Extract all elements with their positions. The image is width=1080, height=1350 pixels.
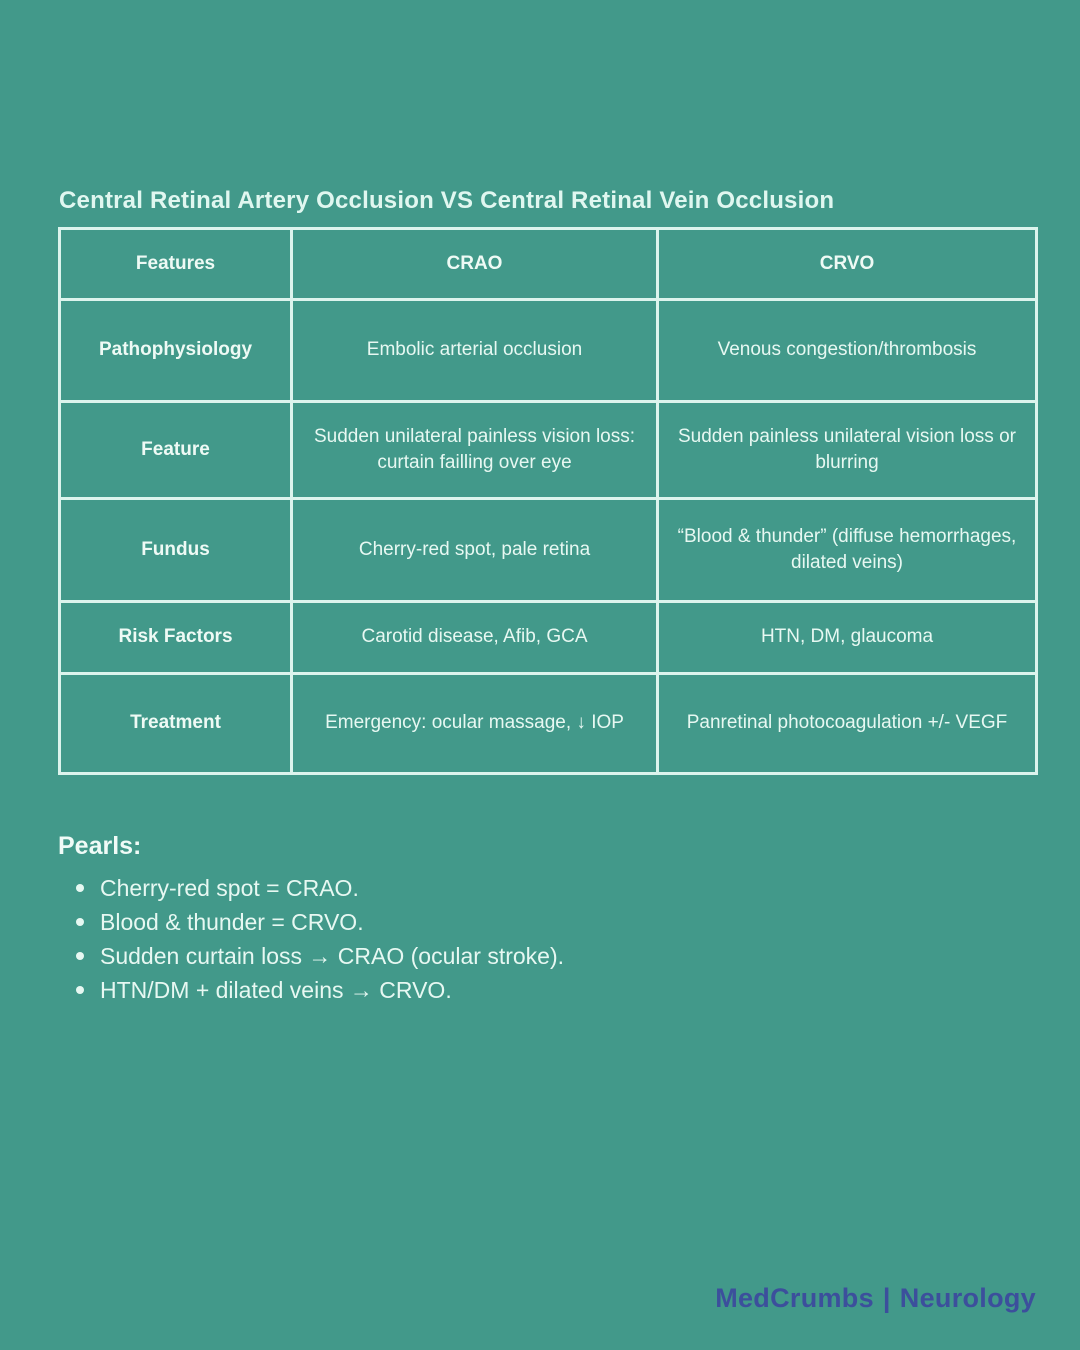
table-row: Pathophysiology Embolic arterial occlusi… xyxy=(58,298,1038,403)
pearls-list: Cherry-red spot = CRAO. Blood & thunder … xyxy=(76,871,1018,1007)
row-label-risk-factors: Risk Factors xyxy=(58,600,293,675)
bullet-icon xyxy=(76,918,84,926)
cell-feature-crao: Sudden unilateral painless vision loss: … xyxy=(290,400,659,500)
row-label-treatment: Treatment xyxy=(58,672,293,775)
cell-risk-factors-crao: Carotid disease, Afib, GCA xyxy=(290,600,659,675)
list-item: Sudden curtain loss → CRAO (ocular strok… xyxy=(76,939,1018,973)
list-item: Cherry-red spot = CRAO. xyxy=(76,871,1018,905)
pearl-text: Cherry-red spot = CRAO. xyxy=(100,875,359,901)
pearl-text: Blood & thunder = CRVO. xyxy=(100,909,364,935)
cell-treatment-crvo: Panretinal photocoagulation +/- VEGF xyxy=(656,672,1038,775)
cell-fundus-crvo: “Blood & thunder” (diffuse hemorrhages, … xyxy=(656,497,1038,603)
table-row: Feature Sudden unilateral painless visio… xyxy=(58,400,1038,500)
column-header-crao: CRAO xyxy=(290,227,659,301)
brand-section: Neurology xyxy=(899,1283,1036,1313)
row-label-feature: Feature xyxy=(58,400,293,500)
bullet-icon xyxy=(76,884,84,892)
cell-risk-factors-crvo: HTN, DM, glaucoma xyxy=(656,600,1038,675)
brand-name: MedCrumbs xyxy=(715,1283,874,1313)
cell-treatment-crao: Emergency: ocular massage, ↓ IOP xyxy=(290,672,659,775)
column-header-crvo: CRVO xyxy=(656,227,1038,301)
pearls-heading: Pearls: xyxy=(58,832,142,860)
pearl-text: HTN/DM + dilated veins → CRVO. xyxy=(100,977,452,1003)
bullet-icon xyxy=(76,952,84,960)
table-header-row: Features CRAO CRVO xyxy=(58,227,1038,301)
cell-pathophysiology-crao: Embolic arterial occlusion xyxy=(290,298,659,403)
divider-bar: | xyxy=(882,1283,891,1313)
cell-feature-crvo: Sudden painless unilateral vision loss o… xyxy=(656,400,1038,500)
brand-footer: MedCrumbs | Neurology xyxy=(715,1283,1036,1314)
list-item: Blood & thunder = CRVO. xyxy=(76,905,1018,939)
cell-pathophysiology-crvo: Venous congestion/thrombosis xyxy=(656,298,1038,403)
pearl-text: Sudden curtain loss → CRAO (ocular strok… xyxy=(100,943,565,969)
page-title: Central Retinal Artery Occlusion VS Cent… xyxy=(59,187,835,214)
table-row: Risk Factors Carotid disease, Afib, GCA … xyxy=(58,600,1038,675)
row-label-pathophysiology: Pathophysiology xyxy=(58,298,293,403)
table-row: Treatment Emergency: ocular massage, ↓ I… xyxy=(58,672,1038,775)
comparison-table: Features CRAO CRVO Pathophysiology Embol… xyxy=(58,227,1038,775)
list-item: HTN/DM + dilated veins → CRVO. xyxy=(76,973,1018,1007)
pearls-section: Pearls: Cherry-red spot = CRAO. Blood & … xyxy=(58,832,1018,1007)
cell-fundus-crao: Cherry-red spot, pale retina xyxy=(290,497,659,603)
bullet-icon xyxy=(76,986,84,994)
table-row: Fundus Cherry-red spot, pale retina “Blo… xyxy=(58,497,1038,603)
column-header-features: Features xyxy=(58,227,293,301)
row-label-fundus: Fundus xyxy=(58,497,293,603)
